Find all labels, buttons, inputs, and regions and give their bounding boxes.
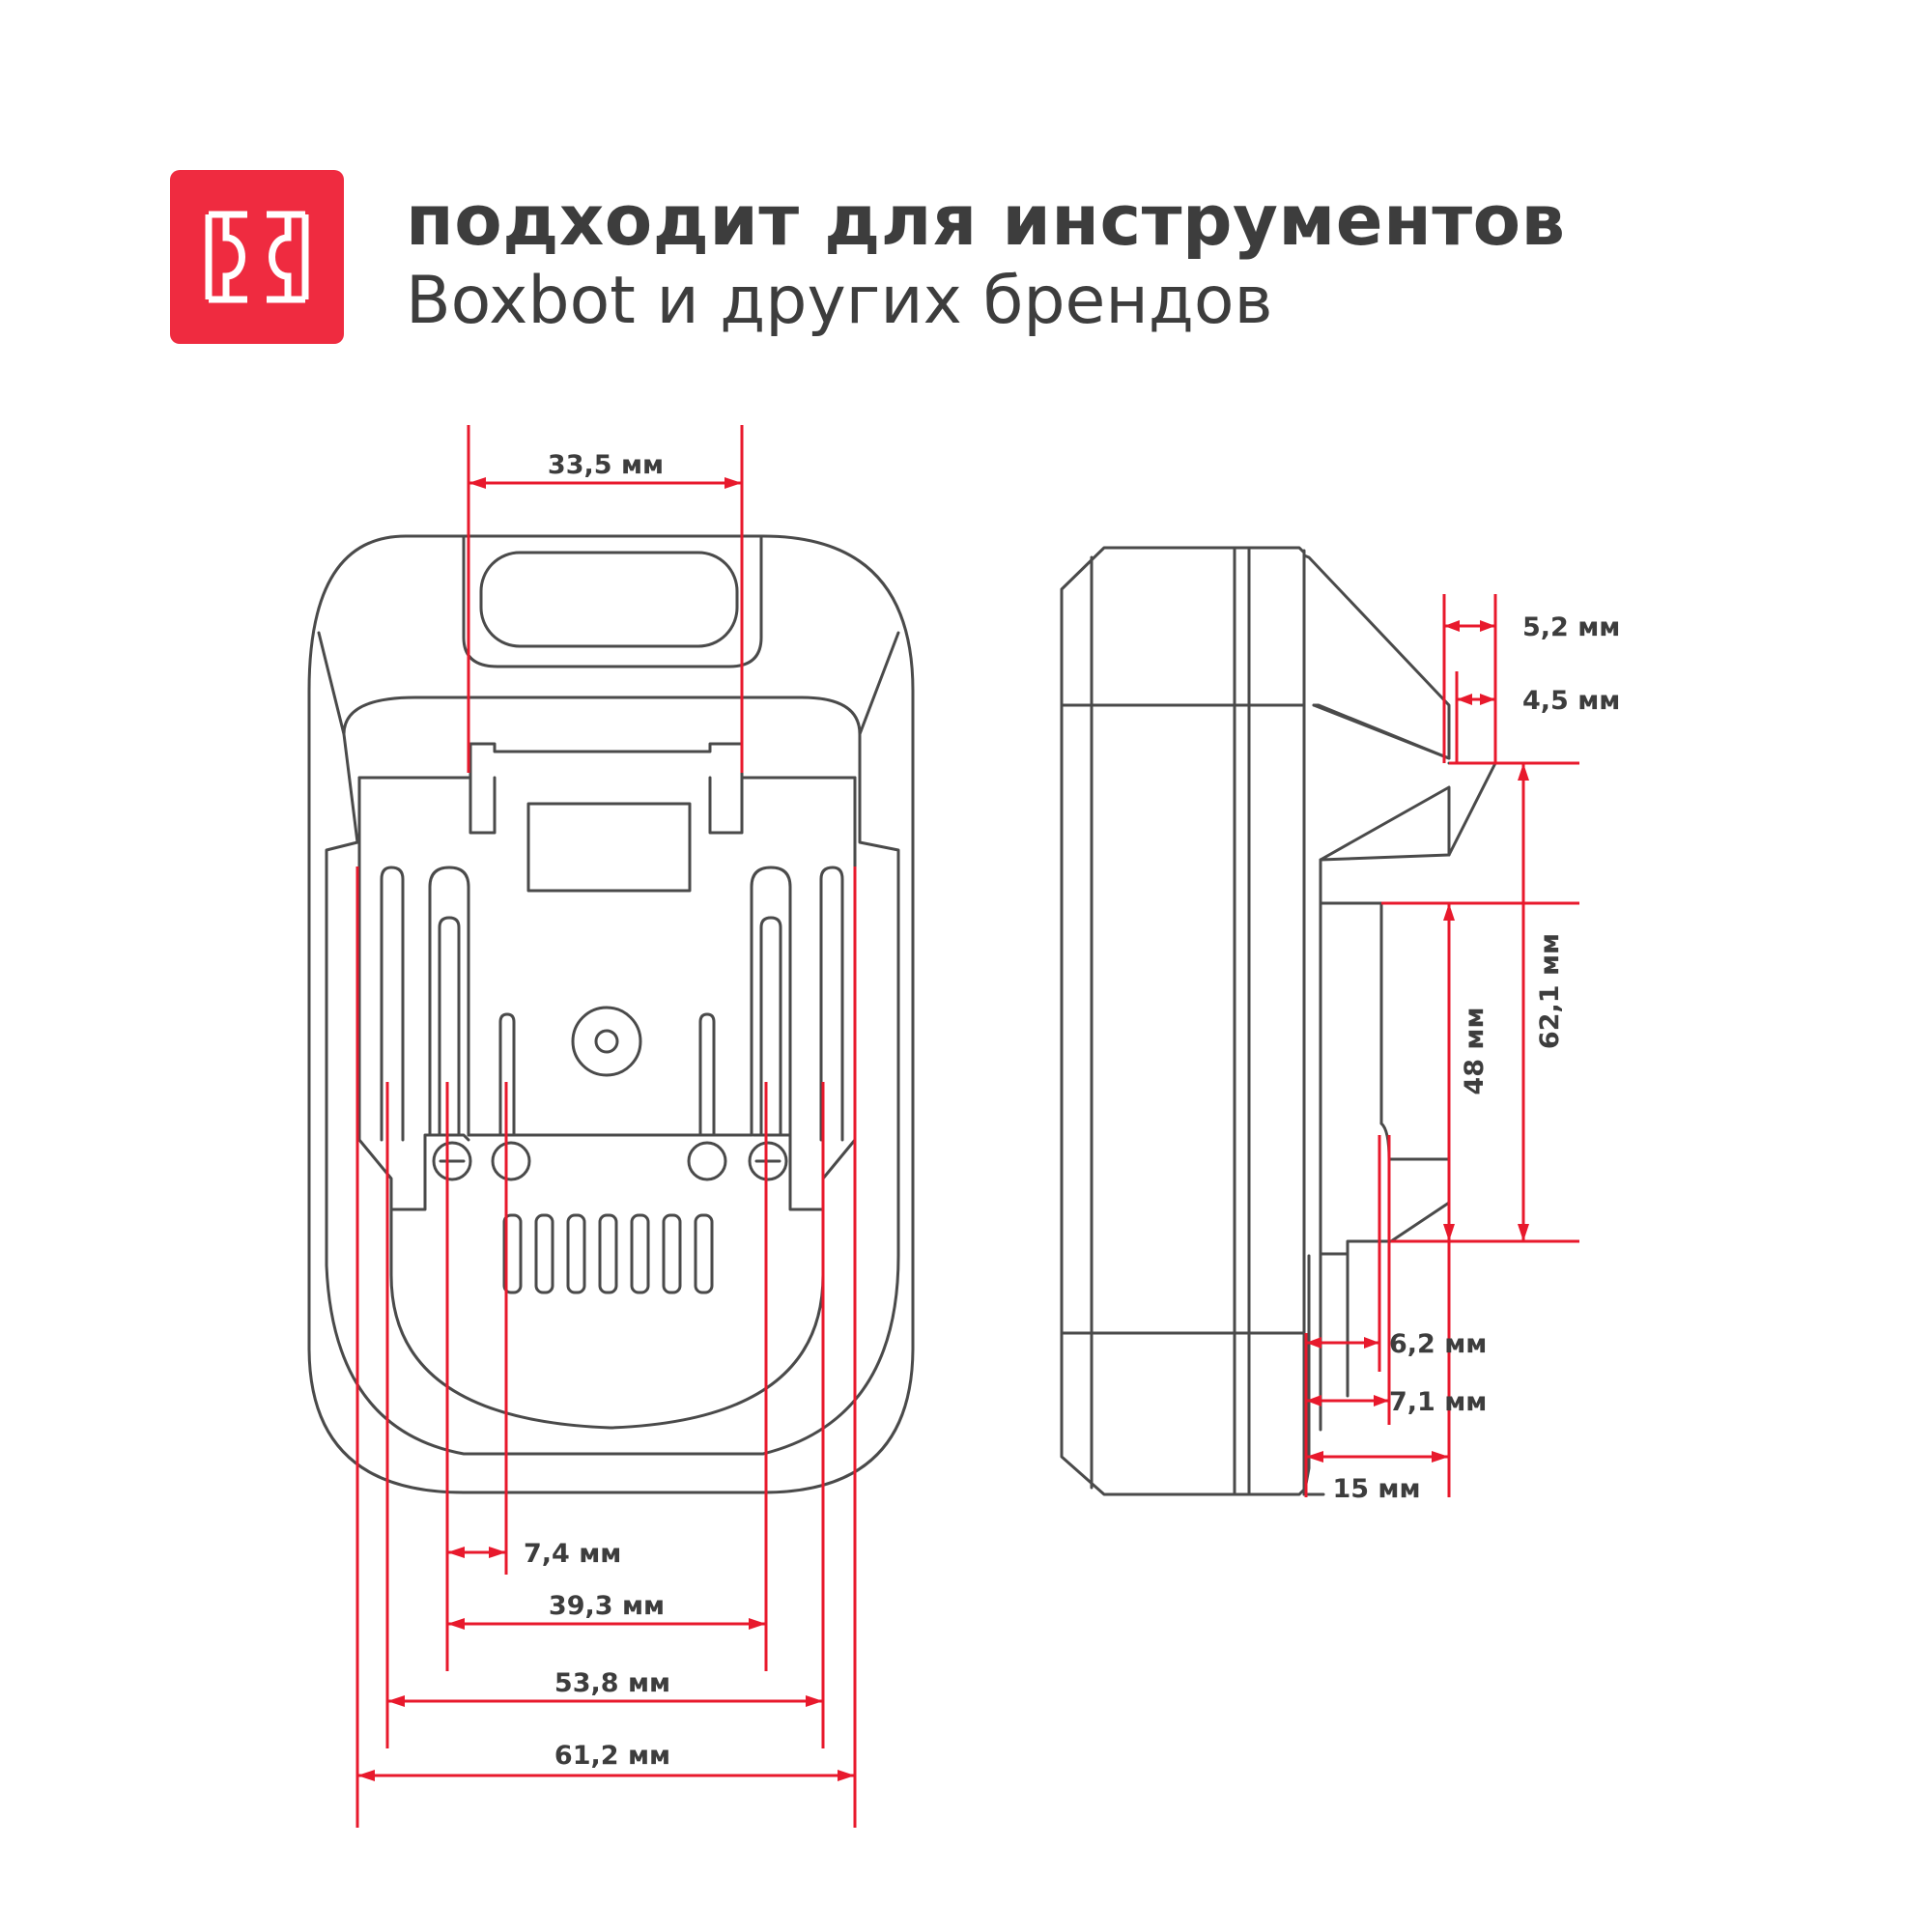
- dim-total-height-label: 62,1 мм: [1535, 933, 1565, 1049]
- dim-slot-height-label: 48 мм: [1460, 1007, 1490, 1094]
- dim-depth-a-label: 6,2 мм: [1389, 1329, 1487, 1359]
- dim-total-width-label: 61,2 мм: [554, 1741, 670, 1771]
- dim-depth-c-label: 15 мм: [1332, 1474, 1420, 1504]
- dim-step-top-label: 5,2 мм: [1522, 612, 1620, 642]
- side-dimensions: 5,2 мм 4,5 мм 62,1 мм 48 мм 6,2 мм 7,1 м…: [1304, 594, 1620, 1504]
- front-dimensions: 33,5 мм 7,4 мм 39,3 мм 53,8 мм 61,2 мм: [355, 425, 857, 1828]
- dim-inner-span-label: 39,3 мм: [549, 1591, 665, 1621]
- connector-logo-icon: [170, 170, 344, 344]
- dim-pitch-label: 7,4 мм: [524, 1539, 621, 1569]
- dim-depth-b-label: 7,1 мм: [1389, 1387, 1487, 1417]
- page-title: подходит для инструментов: [406, 180, 1566, 261]
- dim-step-small-label: 4,5 мм: [1522, 686, 1620, 716]
- side-view: [1060, 546, 1497, 1496]
- page-subtitle: Boxbot и других брендов: [406, 263, 1273, 339]
- dim-top-width-label: 33,5 мм: [548, 450, 664, 480]
- dim-rail-span-label: 53,8 мм: [554, 1668, 670, 1698]
